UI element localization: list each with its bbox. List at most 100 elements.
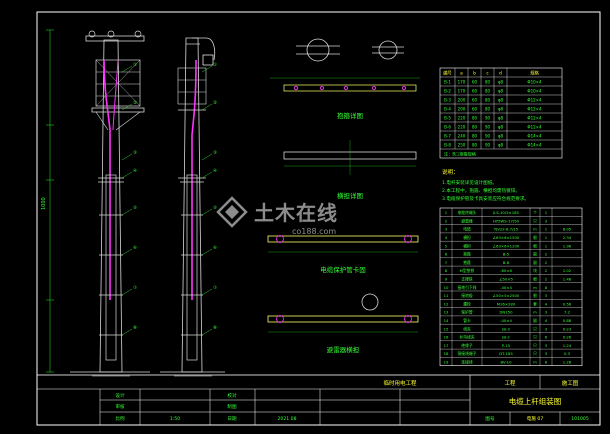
material-table-cell: Φ12×4 bbox=[527, 125, 542, 130]
parts-table-cell: 支撑铁 bbox=[461, 277, 473, 282]
hoop-ring-small bbox=[378, 40, 398, 60]
parts-table-cell: 1.24 bbox=[563, 343, 572, 348]
parts-table-cell: 根 bbox=[533, 235, 537, 240]
parts-table-cell: 3 bbox=[545, 310, 548, 315]
parts-table-cell: 0.26 bbox=[563, 335, 572, 340]
parts-table-cell: 1 bbox=[545, 210, 548, 215]
material-table-cell: 60 bbox=[472, 89, 478, 94]
parts-table-cell: 只 bbox=[533, 343, 537, 348]
material-table-cell: Φ12×4 bbox=[527, 98, 542, 103]
material-table-cell: Φ14×4 bbox=[527, 143, 542, 148]
material-table-cell: φ8 bbox=[498, 80, 504, 85]
material-table-cell: B-2 bbox=[444, 89, 451, 94]
parts-table-cell: m bbox=[533, 310, 537, 315]
material-table-cell: Φ10×4 bbox=[527, 80, 542, 85]
parts-table-cell: 13 bbox=[444, 310, 449, 315]
front-leader-label: ④ bbox=[133, 168, 137, 174]
front-leader-label: ⑦ bbox=[133, 285, 137, 291]
crossarm-detail-title: 横担详图 bbox=[337, 191, 363, 200]
scale-label: 比例 bbox=[115, 415, 125, 422]
parts-table-cell: 1 bbox=[545, 235, 548, 240]
label-designer: 设计 bbox=[115, 392, 125, 399]
material-table-cell: φ8 bbox=[498, 98, 504, 103]
side-leader-label: ④ bbox=[213, 168, 217, 174]
parts-table-cell: 2 bbox=[545, 277, 548, 282]
material-table-cell: Φ12×4 bbox=[527, 116, 542, 121]
front-leader-label: ⑥ bbox=[133, 245, 137, 251]
sheet-value: 电施 07 bbox=[527, 415, 544, 422]
material-table-cell: 80 bbox=[485, 98, 491, 103]
parts-table-cell: BV-10 bbox=[500, 360, 512, 365]
material-table-cell: 90 bbox=[485, 125, 491, 130]
parts-table-cell: 6 bbox=[545, 360, 548, 365]
material-table-cell: 170 bbox=[458, 80, 466, 85]
parts-table-cell: 0.56 bbox=[563, 301, 572, 306]
material-table-cell: 80 bbox=[485, 107, 491, 112]
detail-hoop: 抱箍详图 bbox=[270, 38, 420, 120]
parts-table-cell: 只 bbox=[533, 351, 537, 356]
bottom-detail-title: 避雷器横担 bbox=[327, 345, 360, 354]
parts-table-cell: 铜接线端子 bbox=[458, 351, 477, 356]
side-leader-label: ⑥ bbox=[213, 245, 217, 251]
parts-table-cell: 避雷器 bbox=[461, 218, 473, 223]
parts-table-cell: ∠50×5×2500 bbox=[493, 293, 520, 298]
front-leader-label: ⑤ bbox=[133, 205, 137, 211]
material-table-cell: 220 bbox=[458, 125, 466, 130]
notes-line-1: 1.电杆安装详见设计图纸。 bbox=[442, 179, 497, 186]
parts-table-cell: 7.2 bbox=[564, 310, 571, 315]
parts-table-cell: 8.05 bbox=[563, 227, 572, 232]
parts-table-cell: 15 bbox=[444, 326, 449, 331]
parts-table-cell: -40×4 bbox=[500, 318, 512, 323]
material-table-cell: 170 bbox=[458, 89, 466, 94]
material-table-cell: φ8 bbox=[498, 107, 504, 112]
material-table-cell: B-7 bbox=[444, 134, 451, 139]
parts-table-cell: 电缆 bbox=[463, 227, 471, 232]
material-table-cell: 80 bbox=[472, 143, 478, 148]
parts-table-cell: 1.96 bbox=[563, 243, 572, 248]
material-table-cell: 250 bbox=[458, 143, 466, 148]
bottom-detail-bar bbox=[267, 315, 419, 323]
parts-table-cell: 3 bbox=[545, 218, 548, 223]
material-table-cell: 240 bbox=[458, 134, 466, 139]
material-table-cell: 90 bbox=[485, 116, 491, 121]
cable-front bbox=[103, 59, 111, 300]
watermark-logo bbox=[216, 196, 248, 228]
parts-table-cell: M型垫铁 bbox=[460, 268, 475, 273]
watermark-text-cn: 土木在线 bbox=[254, 201, 338, 225]
side-leader-line bbox=[201, 103, 213, 111]
detail-bracket: 电缆保护管卡固 bbox=[267, 235, 419, 274]
parts-table-cell: 7 bbox=[445, 260, 448, 265]
parts-table-cell: B-5 bbox=[503, 252, 510, 257]
notes-line-3: 3.电缆保护管及卡具安装应符合规范要求。 bbox=[442, 195, 529, 202]
bracket-detail-bar bbox=[267, 235, 419, 243]
parts-table-cell: 根 bbox=[533, 277, 537, 282]
crossarm-top bbox=[85, 35, 145, 42]
title-block: 临时用电工程 工程 施工图 电缆上杆组装图 设计 校对 审核 制图 比例 1:5… bbox=[36, 374, 601, 426]
front-leader-label: ⑧ bbox=[133, 325, 137, 331]
material-table-cell: B-3 bbox=[444, 98, 451, 103]
parts-table-cell: 只 bbox=[533, 335, 537, 340]
parts-table-cell: 横担 bbox=[463, 243, 471, 248]
material-table-cell: 200 bbox=[458, 98, 466, 103]
material-table-cell: Φ14×4 bbox=[527, 134, 542, 139]
parts-table-cell: 1.48 bbox=[563, 277, 572, 282]
parts-table-cell: 0.23 bbox=[563, 326, 572, 331]
parts-table-cell: 0.88 bbox=[563, 318, 572, 323]
detail-crossarm: 横担详图 bbox=[283, 140, 417, 200]
material-table-cell: 60 bbox=[472, 98, 478, 103]
bottom-detail-ring bbox=[361, 293, 379, 311]
parts-table-cell: 18 bbox=[444, 351, 449, 356]
material-table-cell: Φ12×4 bbox=[527, 107, 542, 112]
material-table-cell: B-1 bbox=[444, 80, 451, 85]
parts-table-cell: 3 bbox=[545, 343, 548, 348]
front-leader-line bbox=[121, 328, 133, 336]
material-table-header: 规格 bbox=[530, 70, 539, 77]
parts-table-cell: 3 bbox=[545, 351, 548, 356]
parts-table-cell: 2 bbox=[545, 260, 548, 265]
material-table-cell: B-4 bbox=[444, 107, 451, 112]
parts-table-cell: 绝缘子 bbox=[461, 343, 473, 348]
parts-table-cell: 12 bbox=[444, 301, 449, 306]
